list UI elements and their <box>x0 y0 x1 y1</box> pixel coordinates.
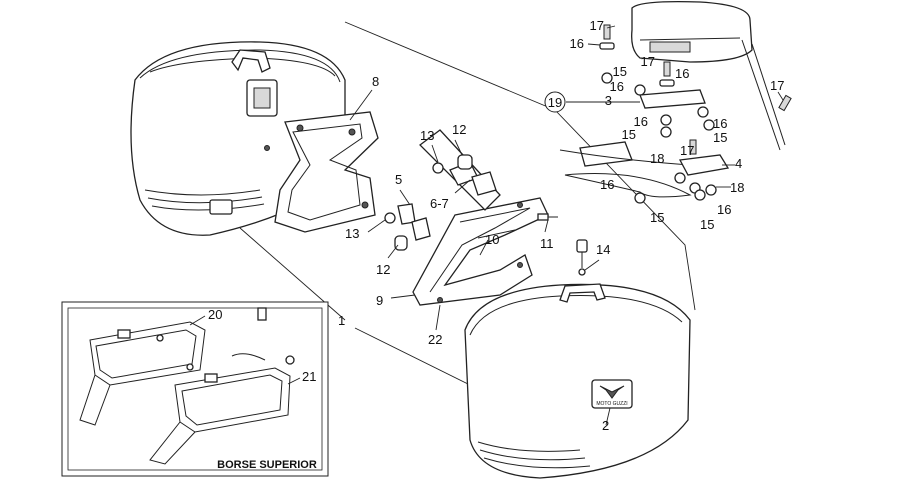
callout-19-circle <box>544 91 566 113</box>
callout-16-c: 16 <box>610 79 624 94</box>
inset-title: BORSE SUPERIOR <box>217 459 317 471</box>
callout-17-d: 17 <box>770 78 784 93</box>
callout-18-a: 18 <box>650 151 664 166</box>
callout-4: 4 <box>735 156 742 171</box>
callout-3: 3 <box>605 93 612 108</box>
callout-6-7: 6-7 <box>430 196 449 211</box>
callout-21: 21 <box>302 369 316 384</box>
callout-11: 11 <box>540 236 554 251</box>
callout-5: 5 <box>395 172 402 187</box>
right-side-case: MOTO GUZZI <box>464 283 691 479</box>
callout-2: 2 <box>602 418 609 433</box>
callout-10: 10 <box>485 232 499 247</box>
callout-16-e: 16 <box>713 116 727 131</box>
callout-9: 9 <box>376 293 383 308</box>
top-backrest <box>631 0 786 151</box>
callout-15-d: 15 <box>650 210 664 225</box>
callout-13-b: 13 <box>345 226 359 241</box>
callout-14: 14 <box>596 242 610 257</box>
hinge-parts <box>384 129 558 251</box>
case-mounting-bracket <box>412 197 549 306</box>
callout-18-b: 18 <box>730 180 744 195</box>
callout-1: 1 <box>338 313 345 328</box>
callout-16-b: 16 <box>675 66 689 81</box>
callout-12-a: 12 <box>452 122 466 137</box>
lock-key <box>576 239 588 276</box>
callout-20: 20 <box>208 307 222 322</box>
callout-16-f: 16 <box>600 177 614 192</box>
case-badge-text: MOTO GUZZI <box>596 401 627 407</box>
callout-13-a: 13 <box>420 128 434 143</box>
callout-15-e: 15 <box>700 217 714 232</box>
callout-19: 19 <box>548 95 562 110</box>
callout-16-a: 16 <box>570 36 584 51</box>
callout-16-f2: 16 <box>717 202 731 217</box>
callout-22: 22 <box>428 332 442 347</box>
callout-17-c: 17 <box>680 143 694 158</box>
callout-17-a: 17 <box>590 18 604 33</box>
side-frame-bracket <box>274 111 379 233</box>
inset-panel: 20 21 BORSE SUPERIOR <box>61 301 329 477</box>
callout-17-b: 17 <box>641 54 655 69</box>
callout-8: 8 <box>372 74 379 89</box>
callout-12-b: 12 <box>376 262 390 277</box>
callout-15-c: 15 <box>713 130 727 145</box>
rack-plates <box>559 24 792 204</box>
callout-16-d: 16 <box>634 114 648 129</box>
callouts: 17 16 17 16 15 16 3 16 15 17 16 15 17 18… <box>338 18 784 433</box>
callout-15-a: 15 <box>613 64 627 79</box>
callout-15-b: 15 <box>622 127 636 142</box>
